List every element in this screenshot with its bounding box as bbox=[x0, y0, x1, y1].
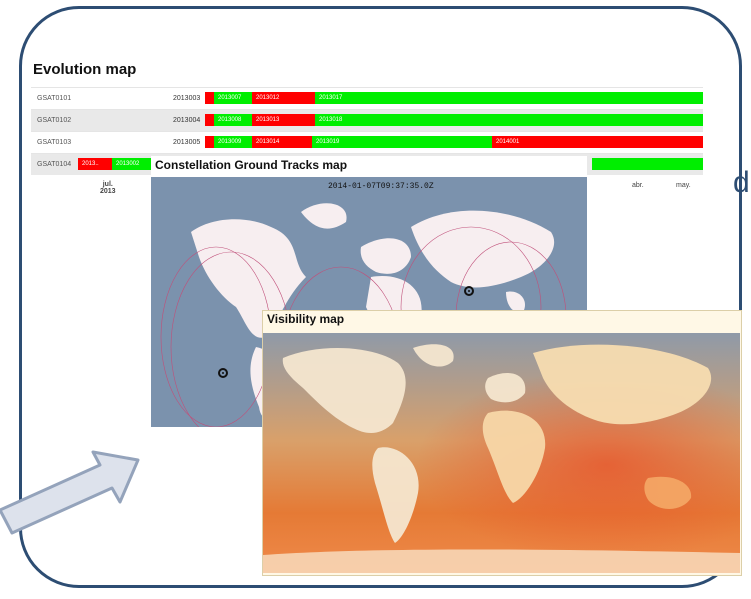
timeline-segment[interactable] bbox=[592, 158, 703, 170]
evolution-map-title: Evolution map bbox=[33, 61, 137, 78]
evolution-row: GSAT0101 2013003 2013007 2013012 2013017 bbox=[31, 87, 703, 109]
satellite-name: GSAT0101 bbox=[37, 95, 72, 102]
axis-tick: may. bbox=[676, 182, 691, 189]
evolution-row: GSAT0103 2013005 2013009 2013014 2013019… bbox=[31, 131, 703, 153]
arrow-icon bbox=[0, 450, 140, 535]
timeline-segment[interactable]: 2013014 bbox=[252, 136, 312, 148]
satellite-name: GSAT0103 bbox=[37, 139, 72, 146]
start-label: 2013003 bbox=[173, 95, 201, 102]
ground-tracks-title: Constellation Ground Tracks map bbox=[155, 158, 348, 172]
timeline-segment[interactable] bbox=[205, 114, 214, 126]
timeline-segment[interactable]: 2013018 bbox=[315, 114, 703, 126]
timeline-segment[interactable]: 2013013 bbox=[252, 114, 315, 126]
clipped-text: d bbox=[733, 166, 750, 199]
satellite-marker-icon[interactable] bbox=[218, 368, 228, 378]
timeline-segment[interactable]: 2013019 bbox=[312, 136, 492, 148]
start-label: 2013005 bbox=[173, 139, 201, 146]
timeline-segment[interactable]: 2013007 bbox=[214, 92, 252, 104]
timeline-segment[interactable] bbox=[205, 92, 214, 104]
timeline-segment[interactable]: 2014001 bbox=[492, 136, 703, 148]
timeline-segment[interactable]: 2013.. bbox=[78, 158, 112, 170]
timeline-segment[interactable]: 2013009 bbox=[214, 136, 252, 148]
evolution-row: GSAT0102 2013004 2013008 2013013 2013018 bbox=[31, 109, 703, 131]
ground-tracks-timestamp: 2014-01-07T09:37:35.0Z bbox=[328, 182, 434, 191]
timeline-segment[interactable]: 2013012 bbox=[252, 92, 315, 104]
ground-tracks-header bbox=[151, 156, 587, 177]
satellite-name: GSAT0104 bbox=[37, 161, 72, 168]
satellite-name: GSAT0102 bbox=[37, 117, 72, 124]
visibility-canvas bbox=[263, 333, 740, 573]
start-label: 2013004 bbox=[173, 117, 201, 124]
timeline-segment[interactable]: 2013017 bbox=[315, 92, 703, 104]
axis-tick: abr. bbox=[632, 182, 644, 189]
satellite-marker-icon[interactable] bbox=[464, 286, 474, 296]
timeline-segment[interactable]: 2013002 bbox=[112, 158, 152, 170]
timeline-segment[interactable] bbox=[205, 136, 214, 148]
timeline-segment[interactable]: 2013008 bbox=[214, 114, 252, 126]
visibility-map-title: Visibility map bbox=[267, 312, 345, 326]
axis-tick: jul. 2013 bbox=[100, 181, 116, 195]
